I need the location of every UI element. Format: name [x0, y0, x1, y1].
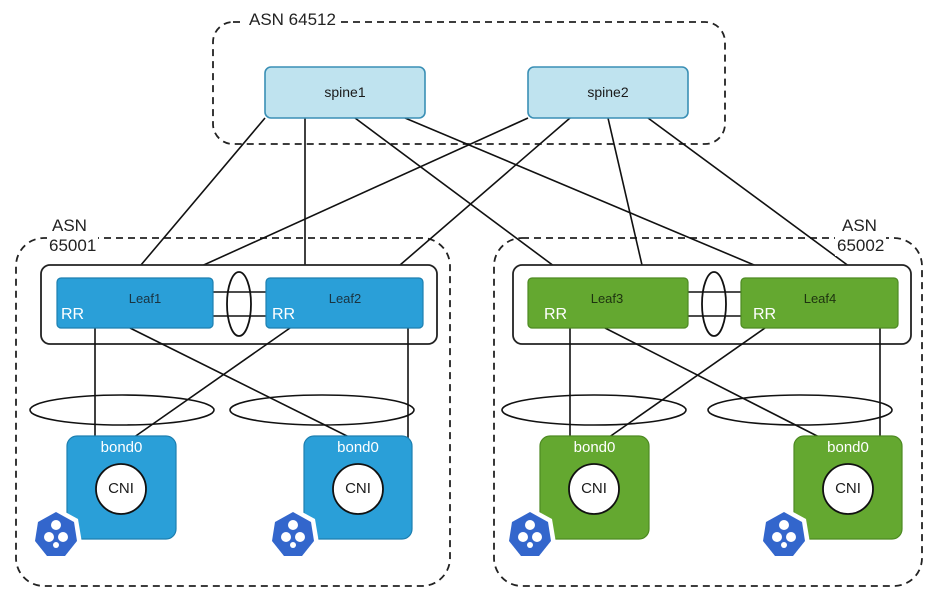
leaf2-label: Leaf2 — [328, 291, 362, 306]
link-spine2-leaf2 — [384, 117, 571, 279]
cni-circle-4 — [822, 463, 874, 515]
spine1-box — [264, 66, 426, 119]
kubernetes-pod-icon — [267, 507, 319, 561]
leaf1-box — [56, 277, 214, 329]
cni-circle-2 — [332, 463, 384, 515]
mlag-ellipse-right — [701, 271, 727, 337]
host4-cni-label: CNI — [835, 480, 861, 497]
leaf3-box — [527, 277, 689, 329]
right-asn-zone — [493, 237, 923, 587]
bond-ellipse-2 — [229, 394, 415, 426]
left-asn-label-line2: 65001 — [47, 236, 99, 256]
link-spine1-leaf1 — [129, 117, 266, 279]
right-asn-label-line2: 65002 — [835, 236, 887, 256]
host4-bond-label: bond0 — [827, 439, 869, 456]
host3-bond-label: bond0 — [573, 439, 616, 456]
leaf4-box — [740, 277, 899, 329]
spine-leaf-links — [129, 117, 866, 279]
leaf4-rr-badge: RR — [753, 306, 777, 323]
kubernetes-pod-icon — [504, 507, 556, 561]
bond-ellipse-3 — [501, 394, 687, 426]
leaf3-rr-badge: RR — [544, 306, 568, 323]
leaf-host-links — [94, 327, 881, 441]
spine1-label: spine1 — [324, 84, 366, 100]
kubernetes-pod-icon — [30, 507, 82, 561]
spine2-label: spine2 — [587, 84, 629, 100]
leaf2-box — [265, 277, 424, 329]
bond-ellipse-1 — [29, 394, 215, 426]
link-spine1-leaf3 — [354, 117, 571, 279]
right-asn-label-line1: ASN — [842, 216, 877, 235]
peer-links — [212, 291, 743, 317]
bond-ellipse-4 — [707, 394, 893, 426]
host1-cni-label: CNI — [108, 480, 134, 497]
leaf1-label: Leaf1 — [128, 291, 162, 306]
host1-bond-label: bond0 — [100, 439, 143, 456]
spine2-box — [527, 66, 689, 119]
leaf3-label: Leaf3 — [590, 291, 624, 306]
left-asn-label-line1: ASN — [52, 216, 87, 235]
leaf4-label: Leaf4 — [803, 291, 837, 306]
kubernetes-pod-icon — [758, 507, 810, 561]
spine-asn-label: ASN 64512 — [245, 10, 340, 30]
leaf2-rr-badge: RR — [272, 306, 296, 323]
link-spine2-leaf1 — [174, 117, 529, 279]
cni-circle-3 — [568, 463, 620, 515]
leaf1-rr-badge: RR — [61, 306, 85, 323]
mlag-ellipse-left — [226, 271, 252, 337]
host2-cni-label: CNI — [345, 480, 371, 497]
left-asn-zone — [15, 237, 451, 587]
link-spine2-leaf4 — [647, 117, 866, 279]
cni-circle-1 — [95, 463, 147, 515]
link-spine2-leaf3 — [607, 117, 646, 279]
host3-cni-label: CNI — [581, 480, 607, 497]
host2-bond-label: bond0 — [337, 439, 379, 456]
